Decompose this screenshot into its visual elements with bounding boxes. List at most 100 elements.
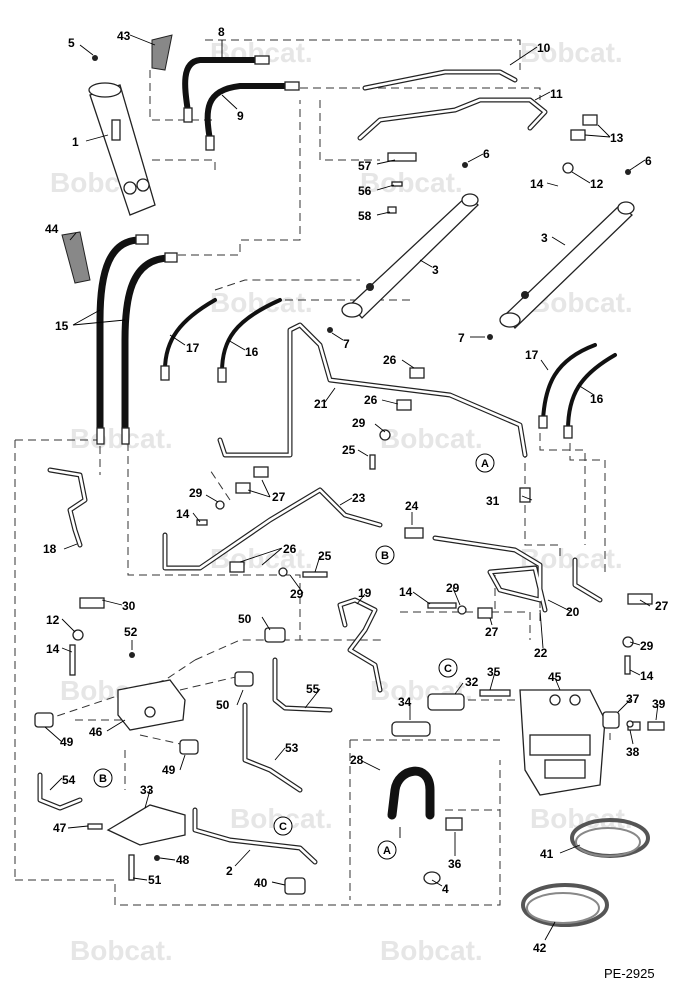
callout-29: 29	[290, 587, 304, 601]
callout-37: 37	[626, 692, 640, 706]
callout-41: 41	[540, 847, 554, 861]
fitting	[135, 234, 149, 245]
callout-38: 38	[626, 745, 640, 759]
svg-text:Bobcat.: Bobcat.	[210, 287, 313, 318]
svg-text:Bobcat.: Bobcat.	[360, 167, 463, 198]
callout-27: 27	[485, 625, 499, 639]
callout-6: 6	[645, 154, 652, 168]
svg-text:Bobcat.: Bobcat.	[380, 423, 483, 454]
callout-10: 10	[537, 41, 551, 55]
callout-14: 14	[176, 507, 190, 521]
callout-32: 32	[465, 675, 479, 689]
callout-13: 13	[610, 131, 624, 145]
callout-14: 14	[530, 177, 544, 191]
callout-3: 3	[541, 231, 548, 245]
callout-4: 4	[442, 882, 449, 896]
svg-text:C: C	[444, 663, 452, 675]
callout-19: 19	[358, 586, 372, 600]
connector-b-lower: B	[93, 768, 113, 788]
callout-11: 11	[550, 87, 563, 101]
part-3-cylinder-left	[341, 193, 479, 319]
fitting	[538, 415, 548, 429]
callout-45: 45	[548, 670, 562, 684]
callout-16: 16	[590, 392, 604, 406]
callout-42: 42	[533, 941, 547, 955]
watermark: Bobcat.	[210, 287, 313, 318]
watermark: Bobcat.	[520, 37, 623, 68]
part-1-reservoir	[88, 82, 156, 216]
hose-9	[204, 83, 293, 143]
callout-55: 55	[306, 682, 320, 696]
callout-8: 8	[218, 25, 225, 39]
callout-48: 48	[176, 853, 190, 867]
callout-26: 26	[283, 542, 297, 556]
fitting	[205, 135, 215, 151]
callout-25: 25	[318, 549, 332, 563]
hose-16-upper	[220, 298, 282, 374]
callout-34: 34	[398, 695, 412, 709]
callout-22: 22	[534, 646, 548, 660]
watermark: Bobcat.	[360, 167, 463, 198]
hose-17-upper	[163, 298, 217, 372]
callout-12: 12	[590, 177, 604, 191]
callout-44: 44	[45, 222, 59, 236]
callout-40: 40	[254, 876, 268, 890]
callout-20: 20	[566, 605, 580, 619]
svg-text:Bobcat.: Bobcat.	[70, 935, 173, 966]
callout-16: 16	[245, 345, 259, 359]
callout-46: 46	[89, 725, 103, 739]
connector-a-lower: A	[377, 840, 397, 860]
callout-9: 9	[237, 109, 244, 123]
hose-15a	[96, 236, 144, 434]
part-35-bolt	[479, 689, 511, 697]
callout-26: 26	[383, 353, 397, 367]
hose-28	[387, 766, 435, 820]
svg-text:B: B	[99, 773, 107, 785]
connector-a-upper: A	[475, 453, 495, 473]
callout-58: 58	[358, 209, 372, 223]
callout-39: 39	[652, 697, 666, 711]
connector-b-middle: B	[375, 545, 395, 565]
hose-fittings	[96, 55, 573, 445]
part-32-fitting	[427, 693, 465, 711]
callout-51: 51	[148, 873, 162, 887]
diagram-code: PE-2925	[604, 966, 655, 981]
leader-lines	[44, 34, 659, 941]
callout-14: 14	[399, 585, 413, 599]
callout-15: 15	[55, 319, 69, 333]
hose-8	[182, 57, 263, 115]
fitting	[160, 365, 170, 381]
callout-21: 21	[314, 397, 328, 411]
callout-6: 6	[483, 147, 490, 161]
callout-53: 53	[285, 741, 299, 755]
callout-31: 31	[486, 494, 500, 508]
callout-27: 27	[272, 490, 286, 504]
callout-49: 49	[162, 763, 176, 777]
callout-47: 47	[53, 821, 67, 835]
svg-text:Bobcat.: Bobcat.	[70, 423, 173, 454]
callout-50: 50	[238, 612, 252, 626]
callout-17: 17	[186, 341, 200, 355]
fitting	[254, 55, 270, 65]
svg-text:C: C	[279, 821, 287, 833]
fitting	[164, 252, 178, 263]
watermark: Bobcat.	[380, 423, 483, 454]
dashed-routing-lines	[14, 39, 611, 906]
callout-29: 29	[352, 416, 366, 430]
callout-18: 18	[43, 542, 57, 556]
part-40-fitting	[284, 877, 306, 895]
callout-25: 25	[342, 443, 356, 457]
svg-text:A: A	[481, 458, 489, 470]
callout-17: 17	[525, 348, 539, 362]
callout-49: 49	[60, 735, 74, 749]
svg-text:B: B	[381, 550, 389, 562]
callout-56: 56	[358, 184, 372, 198]
callout-29: 29	[189, 486, 203, 500]
callout-7: 7	[343, 337, 350, 351]
fitting	[563, 425, 573, 439]
fitting	[96, 427, 105, 445]
callout-29: 29	[640, 639, 654, 653]
connector-labels: A B C B C A	[93, 453, 495, 860]
part-33-bracket	[106, 804, 186, 846]
watermark: Bobcat.	[70, 935, 173, 966]
